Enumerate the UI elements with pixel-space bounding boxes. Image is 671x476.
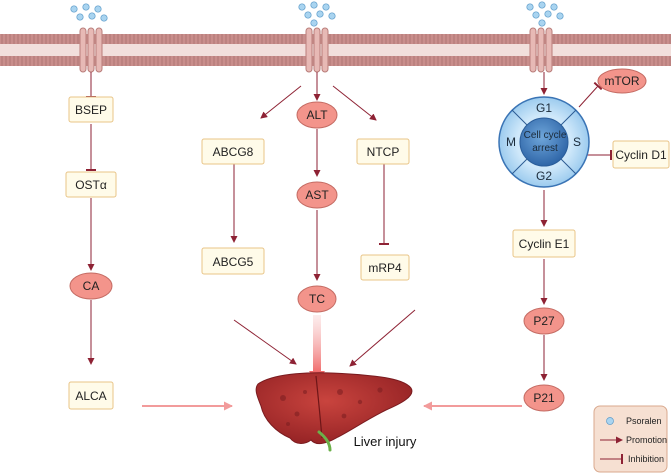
box-cyclin-d1: Cyclin D1 (612, 140, 670, 169)
oval-ca: CA (69, 272, 113, 300)
svg-text:mTOR: mTOR (604, 74, 639, 88)
svg-text:ALT: ALT (306, 108, 328, 122)
svg-text:Cyclin E1: Cyclin E1 (519, 237, 570, 251)
oval-mtor: mTOR (597, 68, 647, 94)
receptor-middle (305, 27, 329, 73)
svg-text:OSTα: OSTα (75, 178, 107, 192)
connectors (86, 72, 612, 381)
gallbladder (317, 430, 332, 452)
inhibition-line (578, 81, 603, 108)
phase-s: S (573, 135, 581, 149)
box-ntcp: NTCP (356, 138, 410, 165)
receptor-left (79, 27, 103, 73)
svg-text:BSEP: BSEP (75, 103, 107, 117)
legend-psoralen: Psoralen (626, 416, 662, 426)
svg-text:NTCP: NTCP (367, 145, 400, 159)
psoralen-cluster-right (526, 1, 564, 27)
oval-tc: TC (297, 285, 337, 313)
oval-ast: AST (296, 181, 338, 209)
box-ost-alpha: OSTα (65, 171, 117, 198)
box-abcg5: ABCG5 (201, 247, 265, 275)
cell-cycle-arrest-line2: arrest (532, 143, 558, 154)
svg-text:P21: P21 (533, 391, 555, 405)
promotion-arrow (233, 319, 297, 365)
liver-icon (255, 372, 413, 452)
oval-p21: P21 (523, 384, 565, 412)
svg-text:Cyclin D1: Cyclin D1 (615, 148, 667, 162)
svg-text:ABCG8: ABCG8 (213, 145, 254, 159)
receptor-right (529, 27, 553, 73)
svg-text:TC: TC (309, 292, 325, 306)
oval-alt: ALT (296, 101, 338, 129)
box-mrp4: mRP4 (360, 254, 410, 281)
psoralen-cluster-middle (298, 1, 336, 27)
cell-cycle-arrest-line1: Cell cycle (524, 130, 567, 141)
legend: Psoralen Promotion Inhibition (593, 405, 668, 473)
cell-membrane (0, 34, 671, 66)
promotion-arrow (260, 85, 302, 119)
svg-text:AST: AST (305, 188, 329, 202)
tc-gradient-arrow-shaft (313, 315, 321, 373)
legend-promotion: Promotion (626, 435, 667, 445)
box-alca: ALCA (68, 381, 114, 410)
svg-text:P27: P27 (533, 314, 555, 328)
phase-m: M (506, 135, 516, 149)
phase-g2: G2 (536, 169, 552, 183)
oval-p27: P27 (523, 307, 565, 335)
box-abcg8: ABCG8 (201, 138, 265, 165)
svg-text:mRP4: mRP4 (368, 261, 402, 275)
cell-cycle-diagram: G1 S G2 M Cell cycle arrest (498, 96, 590, 188)
promotion-arrow (349, 309, 416, 367)
promotion-arrow (332, 85, 377, 121)
legend-inhibition: Inhibition (628, 454, 664, 464)
outcome-label: Liver injury (354, 434, 417, 449)
svg-text:ALCA: ALCA (75, 389, 106, 403)
box-cyclin-e1: Cyclin E1 (512, 229, 576, 258)
svg-text:CA: CA (83, 279, 100, 293)
svg-text:ABCG5: ABCG5 (213, 255, 254, 269)
phase-g1: G1 (536, 101, 552, 115)
box-bsep: BSEP (68, 96, 114, 123)
psoralen-cluster-left (70, 3, 108, 22)
psoralen-legend-icon (606, 417, 614, 425)
